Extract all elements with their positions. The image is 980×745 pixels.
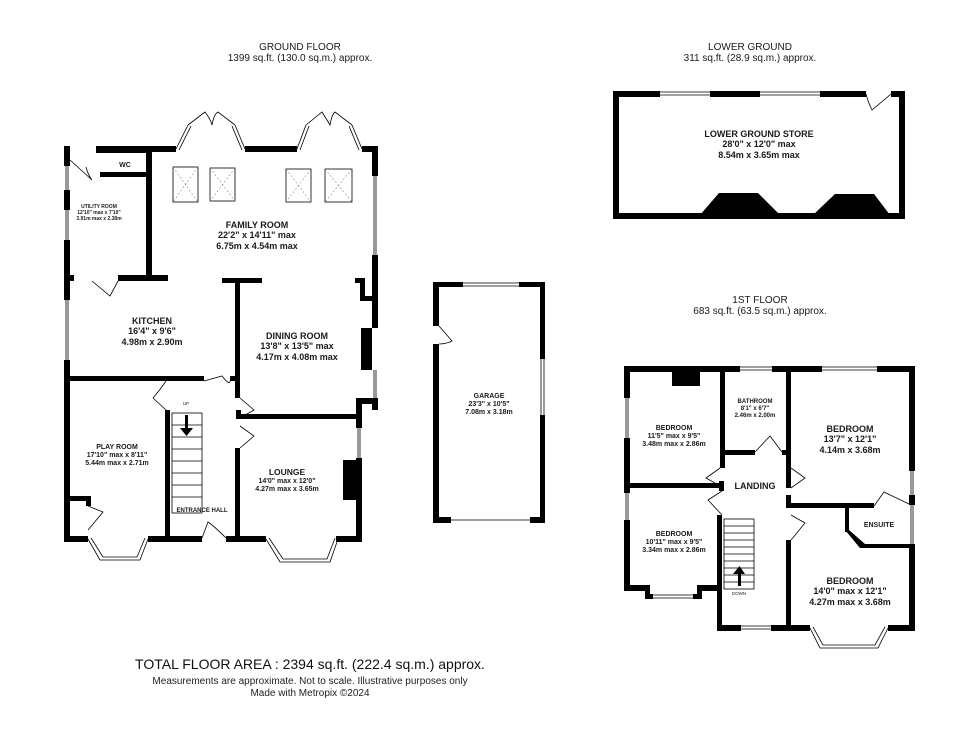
room-label-bedroom-4: BEDROOM 14'0" max x 12'1" 4.27m max x 3.…	[809, 576, 891, 607]
room-metric: 3.48m max x 2.86m	[642, 441, 706, 449]
stairs-up-label: UP	[183, 401, 189, 406]
room-metric: 3.34m max x 2.86m	[642, 547, 706, 555]
stairs-down-label: DOWN	[732, 591, 746, 596]
room-name: PLAY ROOM	[96, 444, 138, 451]
room-metric: 4.27m max x 3.68m	[809, 596, 891, 607]
room-name: DINING ROOM	[266, 331, 328, 341]
room-metric: 5.44m max x 2.71m	[85, 460, 149, 468]
room-name: BEDROOM	[826, 576, 874, 586]
ground-floor-heading: GROUND FLOOR 1399 sq.ft. (130.0 sq.m.) a…	[150, 42, 450, 64]
room-name: BATHROOM	[737, 399, 773, 405]
room-metric: 4.27m max x 3.65m	[255, 485, 319, 493]
room-name: UTILITY ROOM	[81, 204, 117, 210]
room-label-dining: DINING ROOM 13'8" x 13'5" max 4.17m x 4.…	[256, 331, 338, 362]
room-label-entrance-hall: ENTRANCE HALL	[177, 508, 228, 515]
room-imperial: 11'5" max x 9'5"	[647, 433, 701, 441]
room-metric: 4.98m x 2.90m	[121, 336, 183, 347]
room-label-store: LOWER GROUND STORE 28'0" x 12'0" max 8.5…	[704, 129, 813, 160]
room-name: FAMILY ROOM	[225, 220, 289, 230]
lower-ground-title: LOWER GROUND	[708, 42, 792, 53]
room-imperial: 23'3" x 10'5"	[468, 401, 510, 409]
room-name: ENSUITE	[863, 522, 895, 529]
room-name: GARAGE	[473, 393, 505, 400]
room-imperial: 16'4" x 9'6"	[128, 326, 176, 337]
stairs-direction: UP	[182, 401, 190, 406]
room-imperial: 13'8" x 13'5" max	[260, 341, 334, 352]
room-name: LOWER GROUND STORE	[704, 129, 814, 139]
ground-floor-area: 1399 sq.ft. (130.0 sq.m.) approx.	[227, 53, 373, 64]
room-metric: 3.91m max x 2.38m	[76, 215, 122, 222]
room-imperial: 14'0" max x 12'0"	[258, 477, 316, 485]
room-metric: 2.46m x 2.00m	[734, 412, 776, 419]
room-name: WC	[119, 162, 131, 169]
room-label-family: FAMILY ROOM 22'2" x 14'11" max 6.75m x 4…	[216, 220, 298, 251]
room-label-landing: LANDING	[735, 481, 776, 491]
stairs-direction: DOWN	[731, 591, 747, 596]
room-label-bedroom-3: BEDROOM 10'11" max x 9'5" 3.34m max x 2.…	[642, 531, 705, 555]
room-label-lounge: LOUNGE 14'0" max x 12'0" 4.27m max x 3.6…	[255, 467, 319, 494]
ground-floor-title: GROUND FLOOR	[259, 42, 341, 53]
first-floor-title: 1ST FLOOR	[732, 295, 788, 306]
room-label-ensuite: ENSUITE	[864, 522, 894, 530]
room-label-bedroom-2: BEDROOM 13'7" x 12'1" 4.14m x 3.68m	[819, 424, 880, 455]
room-name: BEDROOM	[655, 425, 693, 432]
total-floor-area: TOTAL FLOOR AREA : 2394 sq.ft. (222.4 sq…	[135, 656, 485, 672]
lower-ground-area: 311 sq.ft. (28.9 sq.m.) approx.	[683, 53, 817, 64]
room-name: BEDROOM	[826, 424, 874, 434]
room-metric: 4.17m x 4.08m max	[256, 351, 338, 362]
first-floor-area: 683 sq.ft. (63.5 sq.m.) approx.	[693, 306, 827, 317]
footer: TOTAL FLOOR AREA : 2394 sq.ft. (222.4 sq…	[130, 656, 490, 700]
room-label-bathroom: BATHROOM 8'1" x 6'7" 2.46m x 2.00m	[735, 399, 776, 420]
first-floor-heading: 1ST FLOOR 683 sq.ft. (63.5 sq.m.) approx…	[600, 295, 920, 317]
disclaimer: Measurements are approximate. Not to sca…	[152, 676, 468, 687]
room-imperial: 8'1" x 6'7"	[740, 405, 770, 412]
room-label-wc: WC	[119, 162, 131, 170]
room-metric: 6.75m x 4.54m max	[216, 240, 298, 251]
room-label-utility: UTILITY ROOM 12'10" max x 7'10" 3.91m ma…	[76, 204, 122, 222]
lower-ground-heading: LOWER GROUND 311 sq.ft. (28.9 sq.m.) app…	[600, 42, 900, 64]
room-label-garage: GARAGE 23'3" x 10'5" 7.08m x 3.18m	[465, 393, 512, 417]
room-imperial: 10'11" max x 9'5"	[645, 539, 703, 547]
room-label-kitchen: KITCHEN 16'4" x 9'6" 4.98m x 2.90m	[121, 316, 182, 347]
room-name: LANDING	[734, 481, 776, 491]
credit: Made with Metropix ©2024	[250, 688, 370, 699]
room-imperial: 17'10" max x 8'11"	[86, 452, 148, 460]
room-name: KITCHEN	[131, 316, 172, 326]
room-metric: 4.14m x 3.68m	[819, 444, 881, 455]
room-metric: 8.54m x 3.65m max	[718, 149, 800, 160]
room-label-play: PLAY ROOM 17'10" max x 8'11" 5.44m max x…	[85, 444, 148, 468]
room-name: BEDROOM	[655, 531, 693, 538]
room-name: ENTRANCE HALL	[176, 508, 228, 514]
room-imperial: 12'10" max x 7'10"	[77, 209, 121, 216]
room-label-bedroom-1: BEDROOM 11'5" max x 9'5" 3.48m max x 2.8…	[642, 425, 705, 449]
room-imperial: 22'2" x 14'11" max	[218, 230, 296, 241]
room-name: LOUNGE	[268, 467, 306, 477]
room-metric: 7.08m x 3.18m	[465, 409, 513, 417]
room-imperial: 28'0" x 12'0" max	[722, 139, 796, 150]
room-imperial: 14'0" max x 12'1"	[813, 586, 887, 597]
room-imperial: 13'7" x 12'1"	[823, 434, 877, 445]
